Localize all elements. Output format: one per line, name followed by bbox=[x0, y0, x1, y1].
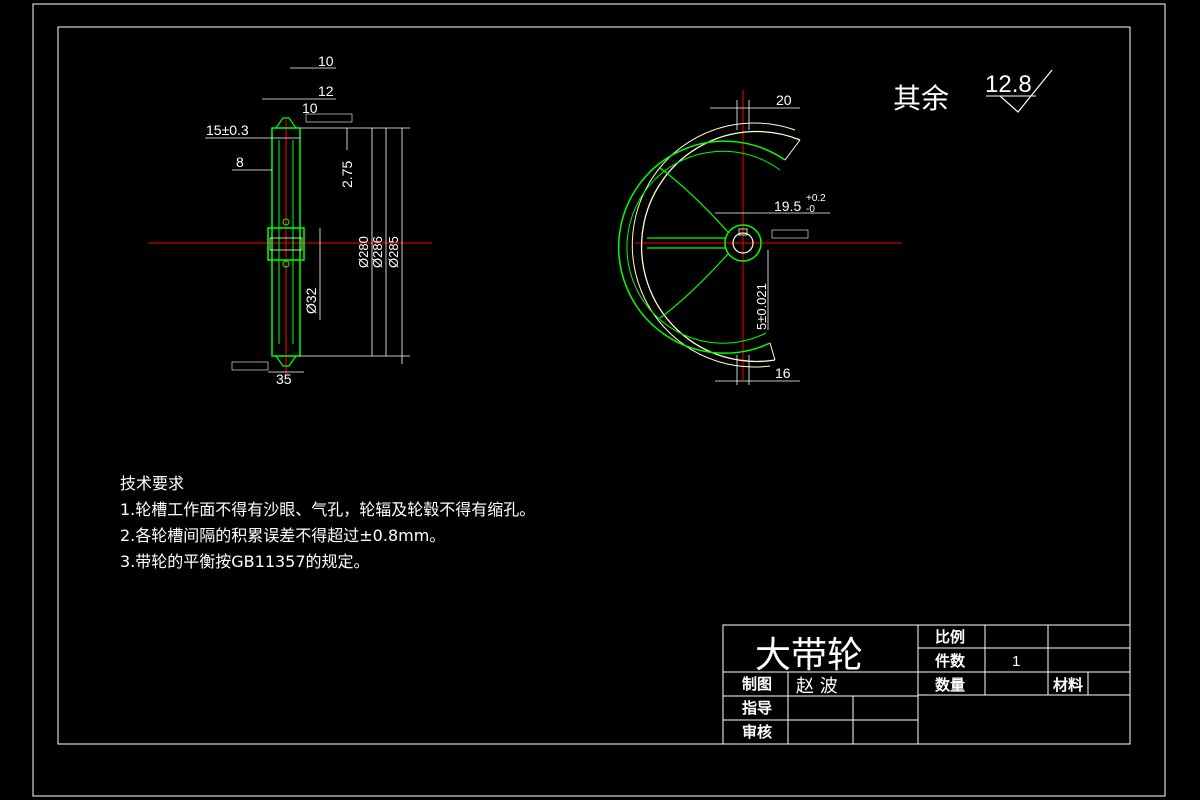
side-hub-mark-2 bbox=[282, 260, 290, 268]
dim-groove-depth: 2.75 bbox=[339, 161, 355, 188]
surface-finish-symbol bbox=[999, 69, 1053, 113]
front-hub-bore bbox=[732, 232, 754, 254]
tech-req-item-2: 2.各轮槽间隔的积累误差不得超过±0.8mm。 bbox=[120, 526, 446, 545]
front-spoke-upper bbox=[659, 167, 729, 233]
front-outer-arc bbox=[640, 130, 801, 363]
dim-key-width: 19.5 bbox=[774, 198, 801, 214]
dim-groove-width: 15±0.3 bbox=[206, 122, 249, 138]
tech-req-item-1: 1.轮槽工作面不得有沙眼、气孔，轮辐及轮毂不得有缩孔。 bbox=[120, 500, 536, 519]
count-label: 件数 bbox=[935, 652, 966, 670]
front-rim-end-bottom bbox=[769, 342, 776, 361]
dim-key-upper: +0.2 bbox=[806, 193, 826, 204]
dim-d286: Ø286 bbox=[370, 236, 385, 268]
tolerance-frame-bottom bbox=[231, 361, 269, 371]
sheet-outer-border bbox=[32, 3, 1166, 797]
dim-hub-width: 35 bbox=[276, 371, 292, 387]
tech-req-item-3: 3.带轮的平衡按GB11357的规定。 bbox=[120, 552, 370, 571]
side-groove-top bbox=[275, 117, 297, 129]
front-rim-arc-inner bbox=[626, 150, 781, 344]
dim-top-12: 12 bbox=[318, 83, 334, 99]
scale-label: 比例 bbox=[935, 628, 965, 646]
front-keyway bbox=[738, 228, 748, 236]
dim-depth: 8 bbox=[236, 154, 244, 170]
guide-label: 指导 bbox=[742, 699, 772, 717]
count-value: 1 bbox=[1012, 653, 1020, 670]
front-spoke-lower bbox=[659, 253, 729, 319]
surface-finish-value: 12.8 bbox=[985, 71, 1032, 98]
side-groove-bottom bbox=[275, 355, 297, 367]
dim-bottom-16: 16 bbox=[775, 365, 791, 381]
front-rim-arc bbox=[617, 140, 786, 354]
tolerance-frame-front bbox=[771, 229, 809, 239]
dim-bore: Ø32 bbox=[303, 287, 319, 314]
surface-finish-label: 其余 bbox=[893, 82, 949, 115]
review-label: 审核 bbox=[742, 723, 772, 741]
front-hub-outer bbox=[724, 224, 762, 262]
side-hub-mark bbox=[282, 218, 290, 226]
drawn-label: 制图 bbox=[742, 675, 772, 693]
dim-mid-10: 10 bbox=[302, 100, 318, 116]
material-label: 材料 bbox=[1053, 676, 1083, 694]
side-rim-outline bbox=[271, 127, 301, 357]
dim-d285: Ø285 bbox=[386, 236, 401, 268]
dim-top-10: 10 bbox=[318, 53, 334, 69]
sheet-inner-border bbox=[57, 26, 1131, 745]
side-hub-hatch bbox=[269, 237, 303, 251]
title-block bbox=[722, 624, 1131, 745]
dim-key-depth: 5±0.021 bbox=[754, 283, 769, 330]
front-outer-arc-2 bbox=[631, 122, 796, 368]
front-rim-end-top bbox=[784, 139, 801, 161]
side-view: 10 12 10 15±0.3 8 2.75 Ø280 Ø286 Ø285 Ø3… bbox=[148, 53, 432, 387]
front-view: 20 19.5 +0.2 -0 5±0.021 16 bbox=[617, 90, 902, 385]
dim-d280: Ø280 bbox=[356, 236, 371, 268]
dim-key-lower: -0 bbox=[806, 204, 815, 215]
dim-top-20: 20 bbox=[776, 92, 792, 108]
tolerance-frame-top bbox=[305, 113, 353, 123]
part-name: 大带轮 bbox=[755, 635, 863, 676]
qty-label: 数量 bbox=[935, 676, 965, 694]
side-hub bbox=[267, 227, 305, 261]
tech-req-title: 技术要求 bbox=[120, 474, 185, 493]
drawn-value: 赵 波 bbox=[796, 676, 838, 697]
